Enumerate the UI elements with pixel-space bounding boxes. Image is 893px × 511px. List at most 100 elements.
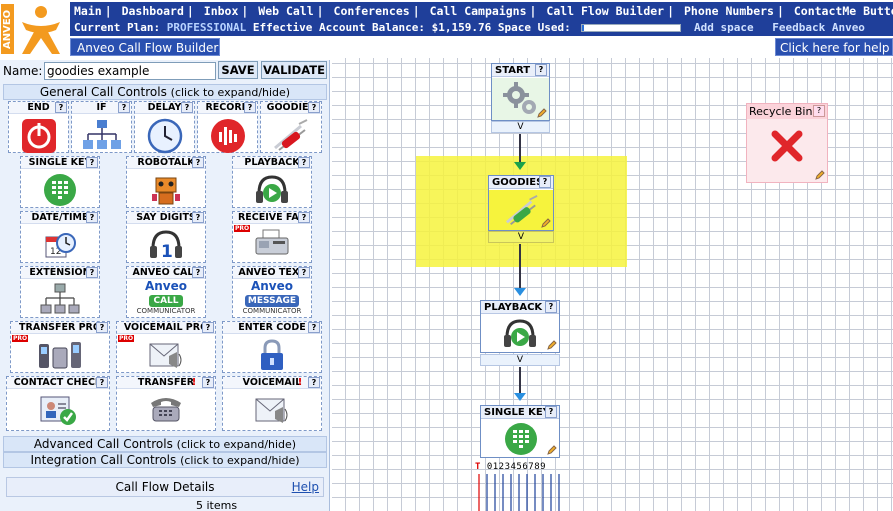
advanced-title: Advanced Call Controls bbox=[33, 437, 173, 451]
flow-canvas[interactable]: START? V GOODIES? V PLAYBACK? V SINGLE K… bbox=[332, 58, 893, 511]
integration-title: Integration Call Controls bbox=[30, 453, 177, 467]
help-icon[interactable]: ? bbox=[192, 267, 204, 278]
help-icon[interactable]: ? bbox=[86, 212, 98, 223]
control-label: DATE/TIME bbox=[31, 212, 89, 223]
feedback-link[interactable]: Feedback Anveo bbox=[772, 21, 865, 34]
help-icon[interactable]: ? bbox=[539, 176, 551, 188]
control-label: RECORD bbox=[205, 102, 250, 113]
add-space-link[interactable]: Add space bbox=[693, 21, 754, 34]
details-help-link[interactable]: Help bbox=[291, 480, 319, 494]
control-record[interactable]: RECORD? bbox=[197, 101, 258, 153]
control-voicemail[interactable]: VOICEMAIL!? bbox=[222, 376, 322, 431]
arrow-down-icon bbox=[514, 162, 526, 170]
anveo-text-logo: Anveo MESSAGE COMMUNICATOR bbox=[242, 279, 302, 316]
control-goodies[interactable]: GOODIES? bbox=[260, 101, 322, 153]
help-icon[interactable]: ? bbox=[545, 406, 557, 418]
plan-bar: Current Plan: PROFESSIONAL Effective Acc… bbox=[70, 20, 893, 36]
voicemail-envelope-icon bbox=[149, 343, 182, 368]
help-icon[interactable]: ? bbox=[813, 105, 825, 117]
nav-dashboard[interactable]: Dashboard bbox=[121, 4, 184, 18]
node-single-key[interactable]: SINGLE KEY? bbox=[480, 405, 560, 458]
nav-inbox[interactable]: Inbox bbox=[203, 4, 239, 18]
help-icon[interactable]: ? bbox=[192, 157, 204, 168]
integration-sub: (click to expand/hide) bbox=[180, 454, 300, 467]
goodies-output-bar[interactable]: V bbox=[488, 231, 554, 243]
help-icon[interactable]: ? bbox=[308, 322, 320, 333]
control-anveo-text[interactable]: ANVEO TEXT? Anveo MESSAGE COMMUNICATOR bbox=[232, 266, 312, 318]
space-label: Space Used: bbox=[497, 21, 571, 34]
control-receive-fax[interactable]: RECEIVE FAX? PRO bbox=[232, 211, 312, 263]
help-icon[interactable]: ? bbox=[298, 212, 310, 223]
nav-conferences[interactable]: Conferences bbox=[333, 4, 410, 18]
control-anveo-call[interactable]: ANVEO CALL? Anveo CALL COMMUNICATOR bbox=[126, 266, 206, 318]
help-icon[interactable]: ? bbox=[192, 212, 204, 223]
control-robotalk[interactable]: ROBOTALK? bbox=[126, 156, 206, 208]
control-date-time[interactable]: DATE/TIME? 12 bbox=[20, 211, 100, 263]
edit-pencil-icon[interactable] bbox=[541, 218, 551, 228]
save-button[interactable]: SAVE bbox=[218, 61, 258, 79]
help-link[interactable]: Click here for help bbox=[775, 38, 893, 56]
help-icon[interactable]: ? bbox=[202, 322, 214, 333]
help-icon[interactable]: ? bbox=[298, 157, 310, 168]
nav-contactme-button[interactable]: ContactMe Button bbox=[793, 4, 893, 18]
nav-main[interactable]: Main bbox=[74, 4, 102, 18]
help-icon[interactable]: ? bbox=[118, 102, 130, 113]
help-icon[interactable]: ? bbox=[298, 267, 310, 278]
help-icon[interactable]: ? bbox=[308, 377, 320, 388]
edit-pencil-icon[interactable] bbox=[547, 340, 557, 350]
help-icon[interactable]: ? bbox=[96, 377, 108, 388]
control-if[interactable]: IF? bbox=[71, 101, 132, 153]
advanced-call-controls-header[interactable]: Advanced Call Controls (click to expand/… bbox=[3, 436, 327, 452]
anveo-logo[interactable]: ANVEO bbox=[0, 0, 68, 57]
general-call-controls-header[interactable]: General Call Controls (click to expand/h… bbox=[3, 84, 327, 100]
node-start[interactable]: START? bbox=[491, 63, 550, 121]
control-voicemail-pro[interactable]: VOICEMAIL PRO? PRO bbox=[116, 321, 216, 373]
control-label: ANVEO TEXT bbox=[238, 267, 306, 278]
edit-pencil-icon[interactable] bbox=[547, 445, 557, 455]
control-transfer[interactable]: TRANSFER!? bbox=[116, 376, 216, 431]
control-enter-code[interactable]: ENTER CODE? bbox=[222, 321, 322, 373]
space-used-bar bbox=[581, 24, 682, 32]
validate-button[interactable]: VALIDATE bbox=[261, 61, 327, 79]
logo-figure-icon bbox=[22, 6, 60, 54]
help-icon[interactable]: ? bbox=[535, 64, 547, 76]
node-playback[interactable]: PLAYBACK? bbox=[480, 300, 560, 353]
timeout-output-label[interactable]: T bbox=[475, 462, 481, 472]
help-icon[interactable]: ? bbox=[86, 157, 98, 168]
headphones-digit-icon: 1 bbox=[150, 230, 182, 262]
swiss-knife-icon bbox=[505, 195, 538, 225]
nav-phone-numbers[interactable]: Phone Numbers bbox=[683, 4, 774, 18]
help-icon[interactable]: ? bbox=[545, 301, 557, 313]
control-say-digits[interactable]: SAY DIGITS? 1 bbox=[126, 211, 206, 263]
digit-outputs-label[interactable]: 0123456789 bbox=[486, 462, 547, 472]
control-transfer-pro[interactable]: TRANSFER PRO? PRO bbox=[10, 321, 110, 373]
name-input[interactable] bbox=[44, 62, 216, 80]
playback-output-bar[interactable]: V bbox=[480, 354, 560, 366]
swiss-knife-icon bbox=[274, 119, 308, 151]
start-output-bar[interactable]: V bbox=[491, 121, 550, 133]
node-goodies[interactable]: GOODIES? bbox=[488, 175, 554, 231]
general-sub: (click to expand/hide) bbox=[170, 86, 291, 99]
help-icon[interactable]: ? bbox=[181, 102, 193, 113]
padlock-icon bbox=[261, 339, 283, 370]
integration-call-controls-header[interactable]: Integration Call Controls (click to expa… bbox=[3, 452, 327, 468]
control-delay[interactable]: DELAY? bbox=[134, 101, 195, 154]
control-end[interactable]: END? bbox=[8, 101, 69, 153]
nav-web-call[interactable]: Web Call bbox=[258, 4, 314, 18]
recycle-bin[interactable]: Recycle Bin? bbox=[746, 103, 828, 183]
control-extension[interactable]: EXTENSION? bbox=[20, 266, 100, 318]
help-icon[interactable]: ? bbox=[86, 267, 98, 278]
control-playback[interactable]: PLAYBACK? bbox=[232, 156, 312, 208]
nav-call-flow-builder[interactable]: Call Flow Builder bbox=[546, 4, 665, 18]
help-icon[interactable]: ? bbox=[55, 102, 67, 113]
help-icon[interactable]: ? bbox=[308, 102, 320, 113]
help-icon[interactable]: ? bbox=[202, 377, 214, 388]
control-contact-check[interactable]: CONTACT CHECK? bbox=[6, 376, 110, 431]
nav-call-campaigns[interactable]: Call Campaigns bbox=[429, 4, 527, 18]
edit-pencil-icon[interactable] bbox=[815, 170, 825, 180]
edit-pencil-icon[interactable] bbox=[537, 108, 547, 118]
extension-tree-icon bbox=[40, 283, 80, 314]
control-single-key[interactable]: SINGLE KEY? bbox=[20, 156, 100, 208]
help-icon[interactable]: ? bbox=[96, 322, 108, 333]
help-icon[interactable]: ? bbox=[244, 102, 256, 113]
